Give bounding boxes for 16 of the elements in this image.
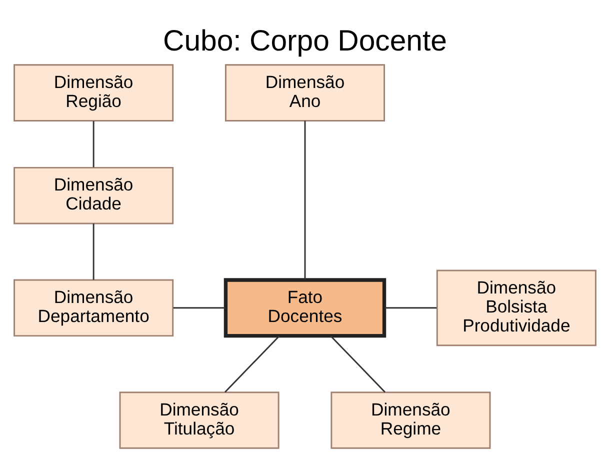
connector [92, 120, 94, 167]
node-box: Fato Docentes [224, 278, 386, 338]
node-box: Dimensão Região [14, 64, 174, 121]
node-box: Dimensão Cidade [14, 166, 174, 224]
node-box: Dimensão Regime [330, 391, 491, 448]
connector [224, 334, 280, 392]
connector [173, 306, 226, 308]
node-box: Dimensão Titulação [119, 391, 280, 448]
connector [384, 306, 437, 308]
node-box: Dimensão Ano [224, 64, 386, 121]
connector [330, 334, 386, 392]
node-box: Dimensão Departamento [14, 278, 174, 336]
node-box: Dimensão Bolsista Produtividade [436, 269, 596, 346]
connector [304, 120, 306, 280]
diagram-title: Cubo: Corpo Docente [163, 24, 447, 57]
connector [92, 223, 94, 280]
